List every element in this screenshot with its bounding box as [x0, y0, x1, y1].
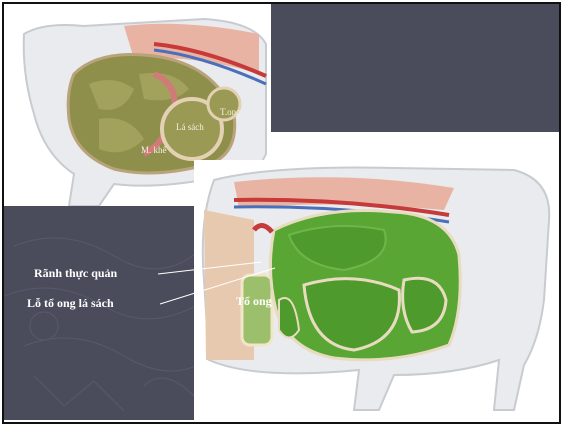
leader-line-ranh-thuc-quan [158, 262, 262, 274]
leader-line-lo-to-ong [160, 268, 275, 304]
label-lo-to-ong-la-sach: Lỗ tổ ong lá sách [27, 296, 114, 311]
label-ranh-thuc-quan: Rãnh thực quản [34, 266, 117, 281]
